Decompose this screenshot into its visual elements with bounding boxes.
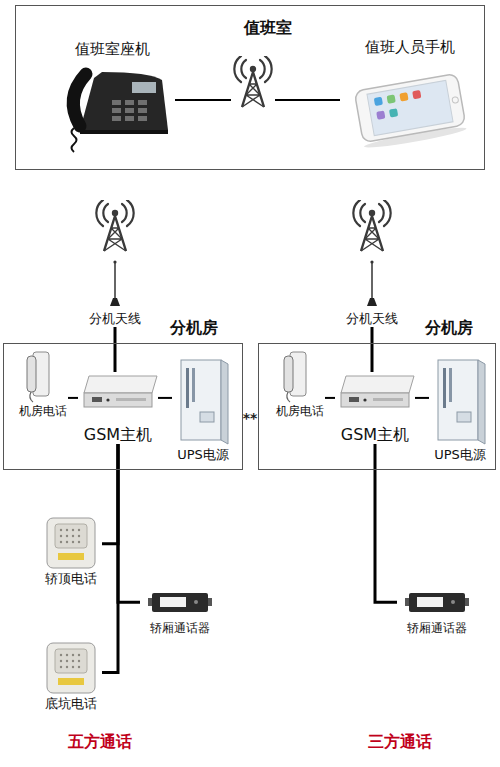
mobile-phone: 值班人员手机 (340, 38, 480, 143)
pit-phone: 底坑电话 (40, 640, 102, 712)
ups-print (192, 368, 195, 402)
desk-phone-icon (72, 72, 169, 152)
device-label: 分机天线 (75, 311, 155, 327)
app-icons (374, 90, 424, 120)
antenna: 分机天线 (75, 200, 155, 327)
cable-line (371, 327, 374, 372)
intercom-icon (148, 593, 212, 612)
cable-line (175, 99, 340, 101)
device-label: 分机天线 (332, 311, 412, 327)
car-intercom: 轿厢通话器 (140, 590, 220, 635)
intercom-body (152, 593, 208, 612)
separator-mark: ** (240, 410, 260, 427)
ups-power: UPS电源 (429, 355, 491, 463)
speaker-holes (60, 529, 80, 543)
device-label: 机房电话 (275, 404, 325, 418)
cable-line (375, 444, 397, 602)
box-heading: 值班室 (16, 18, 484, 37)
room-phone: 机房电话 (275, 348, 325, 418)
cable-line (415, 397, 429, 399)
cable-line (158, 397, 172, 399)
gsm-front-face (84, 393, 152, 407)
device-label: UPS电源 (429, 447, 491, 463)
cable-line (114, 327, 117, 372)
home-button (452, 97, 459, 104)
device-label: 机房电话 (18, 404, 68, 418)
tower-icon (234, 56, 271, 107)
device-label: GSM主机 (78, 425, 158, 444)
box-heading: 分机房 (154, 318, 234, 337)
car-intercom: 轿厢通话器 (397, 590, 477, 635)
ups-front (181, 360, 221, 440)
antenna: 分机天线 (332, 200, 412, 327)
device-label: GSM主机 (335, 425, 415, 444)
phone-screen (132, 82, 156, 93)
call-box-icon (47, 518, 95, 568)
gsm-led (106, 398, 109, 401)
duty-room: 值班室座机 值班人员手机值班室 (15, 5, 485, 170)
call-button (58, 553, 84, 560)
phone-base (80, 130, 168, 134)
device-label: 轿厢通话器 (140, 621, 220, 635)
gsm-port (92, 397, 102, 402)
cable-line (118, 444, 140, 602)
phone-handset (73, 74, 86, 126)
room-phone: 机房电话 (18, 348, 68, 418)
ups-power: UPS电源 (172, 355, 234, 463)
call-box-speaker (55, 524, 87, 548)
phone-body (80, 72, 168, 130)
whip-antenna (114, 262, 116, 300)
tower-icon (96, 200, 133, 251)
antenna-tip (113, 260, 116, 263)
ups-plate (200, 412, 214, 422)
call-box-body (47, 518, 95, 568)
device-label: UPS电源 (172, 447, 234, 463)
cable-line (102, 444, 118, 544)
car-top-phone: 轿顶电话 (40, 515, 102, 587)
gsm-top-face (84, 376, 157, 393)
phone-cord (72, 128, 77, 152)
wall-phone-handset (27, 356, 36, 392)
phone-keypad (112, 100, 147, 121)
five-party-call: 五方通话 (45, 732, 155, 751)
mobile-phone-icon (354, 73, 467, 150)
cable-line (102, 444, 118, 672)
gsm-vent (116, 398, 146, 401)
cable-line (325, 397, 335, 399)
intercom-led (194, 600, 198, 604)
wall-phone-cord (30, 392, 33, 402)
ups-side (221, 360, 228, 444)
three-party-call: 三方通话 (345, 732, 455, 751)
intercom-icon (405, 593, 469, 612)
antenna-base (110, 298, 120, 306)
device-label: 底坑电话 (40, 696, 102, 712)
device-label: 值班室座机 (50, 40, 175, 58)
cable-line (68, 397, 78, 399)
call-box-icon (47, 643, 95, 693)
gsm-host: GSM主机 (78, 372, 158, 444)
desk-phone: 值班室座机 (50, 40, 175, 135)
machine-room: 机房电话GSM主机UPS电源分机房 (258, 343, 496, 470)
phone-case (354, 73, 465, 142)
device-label: 轿厢通话器 (397, 621, 477, 635)
ups-print (186, 368, 189, 408)
box-heading: 分机房 (409, 318, 489, 337)
device-label: 值班人员手机 (340, 38, 480, 56)
device-label: 轿顶电话 (40, 571, 102, 587)
phone-screen (367, 80, 453, 135)
gsm-host: GSM主机 (335, 372, 415, 444)
machine-room: 机房电话GSM主机UPS电源分机房 (3, 343, 243, 470)
intercom-label-plate (160, 597, 186, 607)
